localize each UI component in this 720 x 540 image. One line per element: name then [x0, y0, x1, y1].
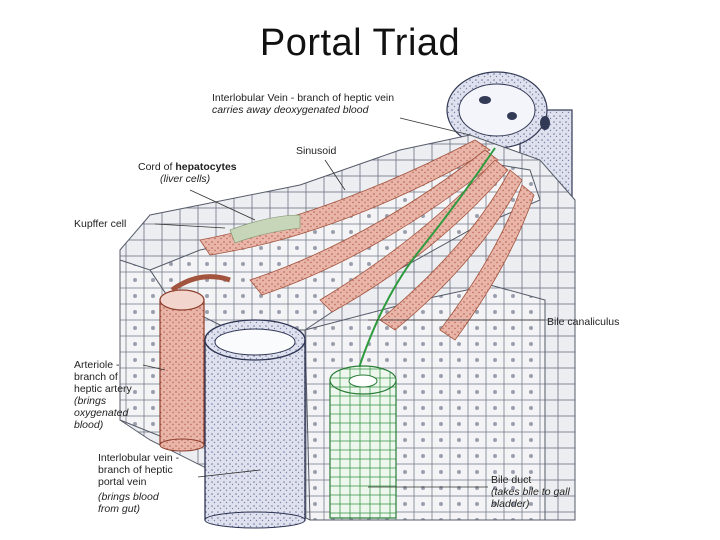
arteriole-label: Arteriole - branch of heptic artery (bri… [74, 359, 132, 431]
portal-vein-line2: branch of heptic [98, 464, 179, 476]
portal-vein-note2: from gut) [98, 503, 179, 515]
arteriole-line3: heptic artery [74, 383, 132, 395]
hepatocyte-cord-prefix: Cord of [138, 161, 175, 173]
bile-duct-label: Bile duct (takes bile to gall bladder) [491, 474, 570, 510]
arteriole-note2: oxygenated [74, 407, 132, 419]
portal-vein-line1: Interlobular vein - [98, 452, 179, 464]
portal-vein-note1: (brings blood [98, 491, 179, 503]
arteriole-note3: blood) [74, 419, 132, 431]
arteriole-line2: branch of [74, 371, 132, 383]
bile-duct-note2: bladder) [491, 498, 570, 510]
bile-duct-note1: (takes bile to gall [491, 486, 570, 498]
interlobular-vein-label: Interlobular Vein - branch of heptic vei… [212, 92, 394, 116]
portal-vein-branch [205, 320, 305, 528]
sinusoid-label: Sinusoid [296, 145, 336, 157]
hepatocyte-cord-bold: hepatocytes [175, 161, 236, 173]
hepatocyte-cord-label: Cord of hepatocytes (liver cells) [138, 161, 237, 185]
kupffer-cell-label: Kupffer cell [74, 218, 126, 230]
arteriole-note1: (brings [74, 395, 132, 407]
bile-duct-line1: Bile duct [491, 474, 570, 486]
hepatocyte-cord-note: (liver cells) [160, 173, 237, 185]
bile-duct [330, 366, 396, 518]
bile-canaliculus-label: Bile canaliculus [547, 316, 619, 328]
portal-vein-label: Interlobular vein - branch of heptic por… [98, 452, 179, 515]
portal-vein-line3: portal vein [98, 476, 179, 488]
interlobular-vein-line1: Interlobular Vein - branch of heptic vei… [212, 92, 394, 104]
arteriole-line1: Arteriole - [74, 359, 132, 371]
interlobular-vein-line2: carries away deoxygenated blood [212, 104, 394, 116]
